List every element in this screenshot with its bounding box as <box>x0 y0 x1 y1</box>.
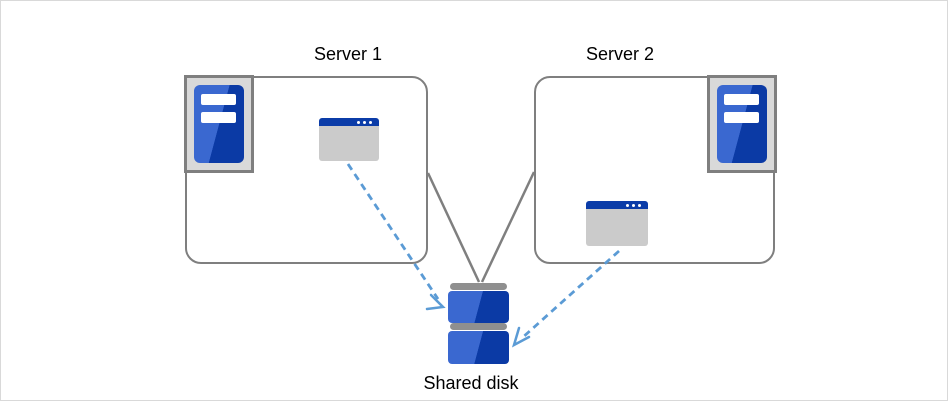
window-titlebar <box>586 201 648 209</box>
tower-slot <box>724 94 759 105</box>
application-window-icon <box>586 201 648 246</box>
window-dots-icon <box>626 203 641 207</box>
window-body <box>586 209 648 246</box>
disk-unit <box>448 331 509 364</box>
arrow-application-b-to-disk <box>521 249 620 340</box>
shared-disk-label: Shared disk <box>423 373 519 393</box>
application-window-icon <box>319 118 379 161</box>
arrowhead-icon <box>425 293 446 311</box>
tower-slot <box>201 94 236 105</box>
window-body <box>319 126 379 161</box>
connector-server2-disk <box>480 171 536 283</box>
server-tower-icon <box>184 75 254 173</box>
server2-label: Server 2 <box>585 44 655 64</box>
server1-label: Server 1 <box>313 44 383 64</box>
tower-slot <box>201 112 236 123</box>
tower-slot <box>724 112 759 123</box>
disk-unit <box>448 291 509 323</box>
server-tower-icon <box>707 75 777 173</box>
disk-stack-icon <box>450 283 507 290</box>
window-titlebar <box>319 118 379 126</box>
server-tower-body <box>194 85 244 163</box>
disk-unit-cap <box>450 323 507 330</box>
server-tower-body <box>717 85 767 163</box>
arrowhead-icon <box>511 326 531 348</box>
window-dots-icon <box>357 120 372 124</box>
connector-server1-disk <box>426 172 481 283</box>
